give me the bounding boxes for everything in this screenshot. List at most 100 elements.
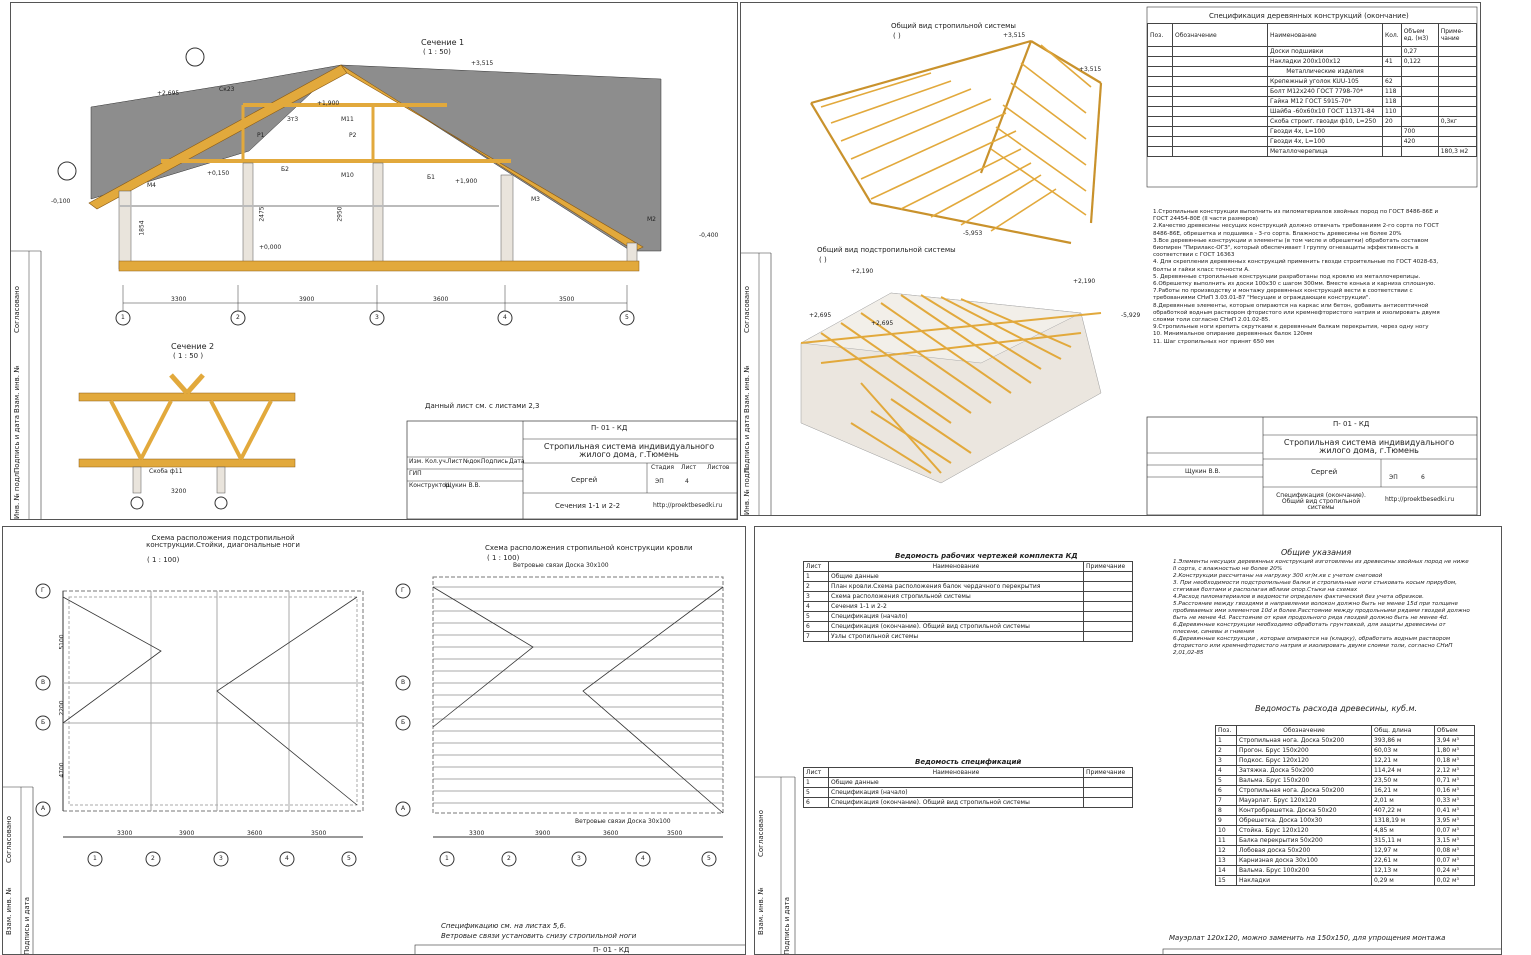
p2-col-axis-4: 4 bbox=[641, 855, 645, 862]
v-mark-6: -5,953 bbox=[963, 230, 983, 237]
wood-cell: 0,24 м³ bbox=[1433, 865, 1476, 876]
spec-h-volume: Объем ед. (м3) bbox=[1400, 23, 1439, 47]
wood-cell: 14 bbox=[1215, 865, 1237, 876]
row-axis-g: Г bbox=[41, 587, 45, 594]
stamp2-designer: Щукин В.В. bbox=[1185, 468, 1221, 475]
wood-cell: 0,02 м³ bbox=[1433, 875, 1476, 886]
view2-title: Общий вид подстропильной системы bbox=[817, 246, 956, 254]
row-axis-v: В bbox=[41, 679, 46, 686]
spec-cell: Доски подшивки bbox=[1267, 46, 1383, 57]
axis-5: 5 bbox=[625, 314, 629, 321]
spec-cell: 110 bbox=[1382, 106, 1402, 117]
vedspec-header: Лист Наименование Примечание bbox=[803, 767, 1133, 778]
wood-cell: 12 bbox=[1215, 845, 1237, 856]
stamp-head-list: Лист bbox=[447, 458, 463, 465]
rafters-top bbox=[820, 44, 1092, 232]
section2-scale: ( 1 : 50 ) bbox=[173, 352, 204, 360]
sheet-note: Данный лист см. с листами 2,3 bbox=[425, 402, 540, 410]
v-mark-7: +2,190 bbox=[1073, 278, 1096, 285]
vedspec-title: Ведомость спецификаций bbox=[915, 758, 1022, 766]
wood-cell: 60,03 м bbox=[1371, 745, 1435, 756]
wood-cell: 9 bbox=[1215, 815, 1237, 826]
dim-3: 3600 bbox=[433, 296, 449, 303]
dim-4: 3500 bbox=[559, 296, 575, 303]
stamp2-code: П- 01 - КД bbox=[1333, 420, 1370, 428]
axis-2: 2 bbox=[236, 314, 240, 321]
col-axis-5: 5 bbox=[347, 855, 351, 862]
p2-dimx-3: 3600 bbox=[603, 830, 619, 837]
wood-cell: 12,21 м bbox=[1371, 755, 1435, 766]
v-mark-2: +3,515 bbox=[1079, 66, 1102, 73]
stamp-lists-head: Листов bbox=[707, 464, 730, 471]
spec-cell: Гвозди 4х, L=100 bbox=[1267, 136, 1383, 147]
mark-mid: +1,900 bbox=[455, 178, 478, 185]
plan-note-1: Спецификацию см. на листах 5,6. bbox=[441, 922, 567, 930]
ved-cell: 1 bbox=[803, 571, 829, 582]
wood-cell: Вальма. Брус 100х200 bbox=[1236, 865, 1372, 876]
vedspec-h-list: Лист bbox=[803, 767, 829, 778]
plan2-title: Схема расположения стропильной конструкц… bbox=[485, 544, 693, 552]
spec-cell: Металлические изделия bbox=[1267, 66, 1383, 77]
ved-cell: Спецификация (начало) bbox=[828, 611, 1084, 622]
stamp2-stage: ЭП bbox=[1389, 474, 1398, 481]
vedspec-cell: Спецификация (окончание). Общий вид стро… bbox=[828, 797, 1084, 808]
ved-cell: Узлы стропильной системы bbox=[828, 631, 1084, 642]
spec-h-qty: Кол. bbox=[1382, 23, 1402, 47]
wood-cell: Балка перекрытия 50х200 bbox=[1236, 835, 1372, 846]
spec-h-note: Приме-чание bbox=[1437, 23, 1478, 47]
column-3 bbox=[372, 162, 384, 270]
table-row: Гайка М12 ГОСТ 5915-70*118 bbox=[1147, 96, 1478, 107]
sheet-general: Ведомость рабочих чертежей комплекта КД … bbox=[754, 526, 1502, 955]
side2-podl: Инв. № подл. bbox=[743, 466, 751, 515]
vedspec-h-name: Наименование bbox=[828, 767, 1084, 778]
mark-floor: +0,000 bbox=[259, 244, 282, 251]
v-mark-3: +2,190 bbox=[851, 268, 874, 275]
roof-covering-left bbox=[90, 64, 342, 200]
label-m10: М10 bbox=[341, 172, 354, 179]
wood-cell: 3,94 м³ bbox=[1433, 735, 1476, 746]
wood-cell: 10 bbox=[1215, 825, 1237, 836]
isometric-views bbox=[741, 6, 1478, 515]
side-agreed: Согласовано bbox=[13, 285, 21, 333]
spec-cell: 0,122 bbox=[1400, 56, 1439, 67]
stamp3-code: П- 01 - КД bbox=[593, 946, 630, 954]
label-m11: М11 bbox=[341, 116, 354, 123]
wood-cell: Лобовая доска 50х200 bbox=[1236, 845, 1372, 856]
wood-cell: Стропильная нога. Доска 50х200 bbox=[1236, 785, 1372, 796]
side-sign: Подпись и дата bbox=[13, 415, 21, 473]
mark-right: -0,400 bbox=[699, 232, 719, 239]
wood-cell: 2,01 м bbox=[1371, 795, 1435, 806]
p2-row-axis-b: Б bbox=[401, 719, 406, 726]
vedspec-h-note: Примечание bbox=[1083, 767, 1133, 778]
wood-cell: 0,71 м³ bbox=[1433, 775, 1476, 786]
wood-cell: Подкос. Брус 120х120 bbox=[1236, 755, 1372, 766]
spec-table: Поз. Обозначение Наименование Кол. Объем… bbox=[1147, 23, 1478, 157]
wood-cell: Обрешетка. Доска 100х30 bbox=[1236, 815, 1372, 826]
plan2-callout-bottom: Ветровые связи Доска 30х100 bbox=[575, 818, 671, 825]
plan2-scale: ( 1 : 100) bbox=[487, 554, 520, 562]
wood-cell: Стойка. Брус 120х120 bbox=[1236, 825, 1372, 836]
rafter-right bbox=[340, 64, 644, 252]
dimx-4: 3500 bbox=[311, 830, 327, 837]
view1-title: Общий вид стропильной системы bbox=[891, 22, 1016, 30]
wood-header: Поз. Обозначение Общ. длина Объем bbox=[1215, 725, 1476, 736]
spec-cell: Болт М12х240 ГОСТ 7798-70* bbox=[1267, 86, 1383, 97]
stamp-head-kol: Кол.уч. bbox=[425, 458, 448, 465]
rafters-bottom bbox=[800, 294, 1102, 474]
row-axis-a: А bbox=[41, 805, 46, 812]
wood-cell: 12,97 м bbox=[1371, 845, 1435, 856]
label-zt3: Зт3 bbox=[287, 116, 299, 123]
